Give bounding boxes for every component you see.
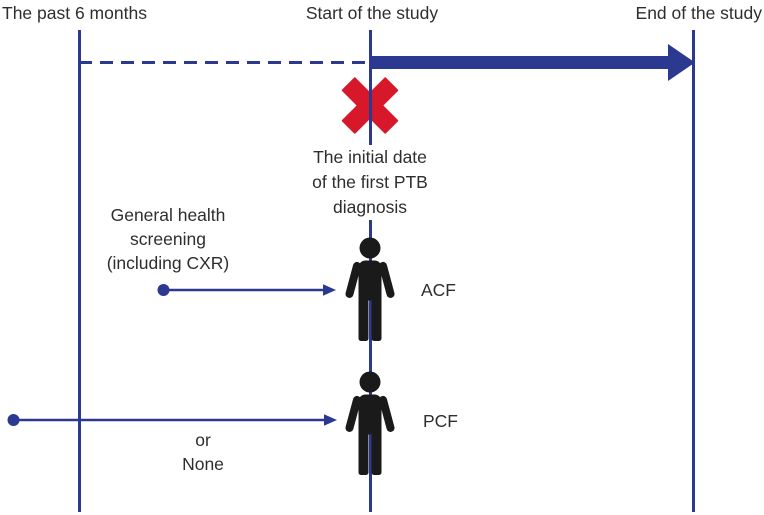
past-period-dashed-line [79, 61, 369, 65]
axis-end-of-study [691, 30, 695, 512]
acf-label: ACF [421, 280, 456, 300]
or-none-caption: or None [182, 430, 224, 474]
pcf-label: PCF [423, 411, 458, 431]
study-period-arrow-icon [369, 44, 695, 81]
label-start-of-study: Start of the study [305, 3, 439, 23]
pcf-flow-arrow-icon [7, 414, 337, 426]
pcf-person-icon [339, 371, 401, 475]
axis-past-6-months [77, 30, 81, 512]
label-past-6-months: The past 6 months [2, 3, 147, 23]
acf-flow-arrow-icon [157, 284, 336, 296]
screening-caption: General health screening (including CXR) [106, 205, 230, 273]
acf-person-icon [339, 237, 401, 341]
label-end-of-study: End of the study [635, 3, 762, 23]
diagnosis-caption: The initial date of the first PTB diagno… [293, 145, 447, 220]
